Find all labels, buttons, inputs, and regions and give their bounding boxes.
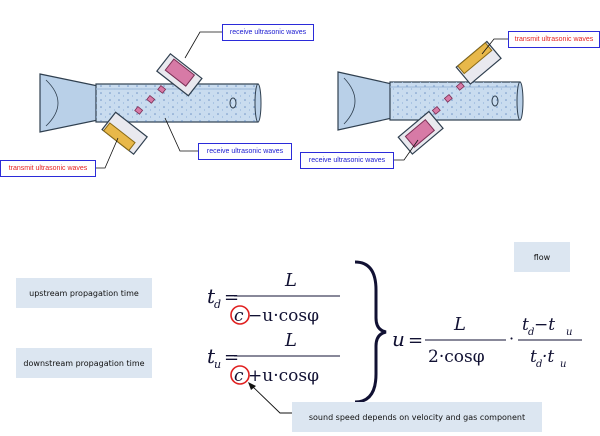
svg-text:=: =	[408, 330, 423, 351]
svg-text:u: u	[566, 327, 572, 338]
flow-label: flow	[514, 242, 570, 272]
callout-transmit-left: transmit ultrasonic waves	[0, 160, 96, 177]
svg-text:d: d	[214, 298, 221, 311]
svg-text:2·cosφ: 2·cosφ	[428, 347, 485, 367]
svg-text:+u·cosφ: +u·cosφ	[248, 366, 319, 386]
svg-text:u: u	[214, 358, 221, 371]
svg-text:L: L	[284, 330, 297, 351]
right-top-transducer	[455, 40, 502, 85]
svg-text:−u·cosφ: −u·cosφ	[248, 306, 319, 326]
svg-text:L: L	[284, 270, 297, 291]
svg-text:=: =	[224, 287, 239, 308]
callout-receive-mid: receive ultrasonic waves	[198, 143, 292, 160]
right-bottom-transducer	[397, 110, 444, 155]
svg-text:c: c	[234, 306, 244, 326]
callout-leaders	[95, 31, 508, 169]
svg-text:L: L	[453, 314, 466, 335]
svg-text:u: u	[560, 359, 566, 370]
svg-text:=: =	[224, 347, 239, 368]
sound-speed-note: sound speed depends on velocity and gas …	[292, 402, 542, 432]
equation-tu: t u = L c +u·cosφ	[207, 330, 340, 386]
downstream-label: downstream propagation time	[16, 348, 152, 378]
left-flow-pipe	[39, 52, 262, 156]
right-flow-pipe	[337, 40, 524, 155]
highlight-circle-c-top	[230, 305, 250, 325]
svg-text:·t: ·t	[542, 347, 554, 367]
svg-text:d: d	[536, 359, 542, 370]
note-arrow	[248, 382, 292, 414]
left-top-transducer	[156, 52, 203, 97]
left-bottom-transducer	[101, 111, 148, 156]
upstream-label: upstream propagation time	[16, 278, 152, 308]
svg-text:c: c	[234, 366, 244, 386]
svg-text:t: t	[207, 344, 216, 368]
callout-receive-right: receive ultrasonic waves	[300, 152, 394, 169]
svg-text:t: t	[530, 347, 537, 367]
equation-td: t d = L c −u·cosφ	[207, 270, 340, 326]
svg-text:·: ·	[509, 329, 514, 348]
callout-transmit-right: transmit ultrasonic waves	[508, 31, 600, 48]
svg-text:d: d	[528, 327, 534, 338]
svg-text:t: t	[207, 284, 216, 308]
svg-text:t: t	[522, 315, 529, 335]
highlight-circle-c-bottom	[230, 365, 250, 385]
equation-u: u = L 2·cosφ · t d −t u t d ·t u	[392, 314, 582, 370]
svg-text:u: u	[392, 327, 405, 351]
callout-receive-top: receive ultrasonic waves	[222, 24, 314, 41]
system-brace	[354, 260, 387, 404]
svg-text:−t: −t	[534, 315, 555, 335]
